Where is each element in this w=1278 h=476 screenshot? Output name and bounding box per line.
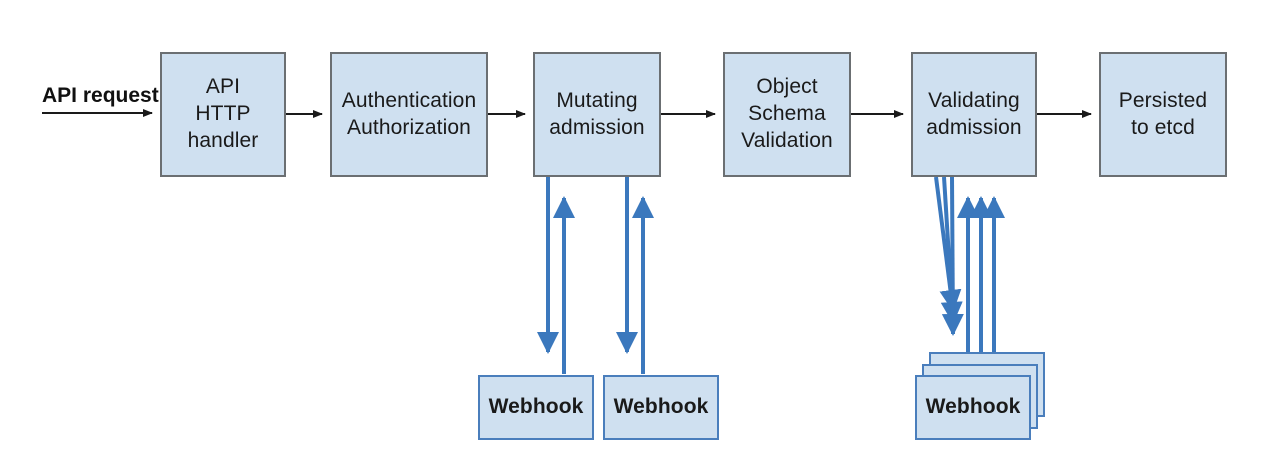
stage-persisted-to-etcd-label: Persisted to etcd	[1119, 88, 1207, 142]
stage-line: HTTP	[195, 102, 251, 126]
stage-line: Persisted	[1118, 88, 1208, 112]
stage-line: Validation	[741, 128, 833, 152]
stage-line: to etcd	[1131, 115, 1195, 139]
arrow-validating-admission-to-validating-webhook-stack-3	[941, 176, 964, 336]
stage-line: Authentication	[341, 88, 477, 112]
webhook-label: Webhook	[488, 395, 584, 419]
stage-mutating-admission[interactable]: Mutating admission	[533, 52, 661, 177]
stage-line: API	[205, 75, 241, 99]
stage-validating-admission[interactable]: Validating admission	[911, 52, 1037, 177]
arrow-validating-admission-to-validating-webhook-stack-1	[934, 176, 962, 312]
webhook-label: Webhook	[613, 395, 709, 419]
stage-validating-admission-label: Validating admission	[926, 88, 1021, 142]
webhook-box-mutating-1[interactable]: Webhook	[478, 375, 594, 440]
stage-line: Validating	[928, 88, 1020, 112]
stage-line: Schema	[748, 102, 826, 126]
stage-line: Authorization	[347, 115, 471, 139]
stage-object-schema-validation-label: Object Schema Validation	[741, 74, 833, 155]
stage-object-schema-validation[interactable]: Object Schema Validation	[723, 52, 851, 177]
stage-mutating-admission-label: Mutating admission	[549, 88, 644, 142]
stage-api-http-handler-label: API HTTP handler	[188, 74, 259, 155]
webhook-box-validating-stack-front[interactable]: Webhook	[915, 375, 1031, 440]
entry-label: API request	[42, 84, 159, 107]
stage-authentication-authorization-label: Authentication Authorization	[342, 88, 477, 142]
stage-line: admission	[926, 115, 1022, 139]
stage-api-http-handler[interactable]: API HTTP handler	[160, 52, 286, 177]
arrow-validating-admission-to-validating-webhook-stack-2	[940, 176, 963, 324]
stage-line: Mutating	[556, 88, 638, 112]
stage-persisted-to-etcd[interactable]: Persisted to etcd	[1099, 52, 1227, 177]
stage-line: handler	[187, 128, 259, 152]
webhook-label: Webhook	[925, 395, 1021, 419]
stage-line: admission	[549, 115, 645, 139]
stage-line: Object	[756, 75, 818, 99]
webhook-box-mutating-2[interactable]: Webhook	[603, 375, 719, 440]
stage-authentication-authorization[interactable]: Authentication Authorization	[330, 52, 488, 177]
